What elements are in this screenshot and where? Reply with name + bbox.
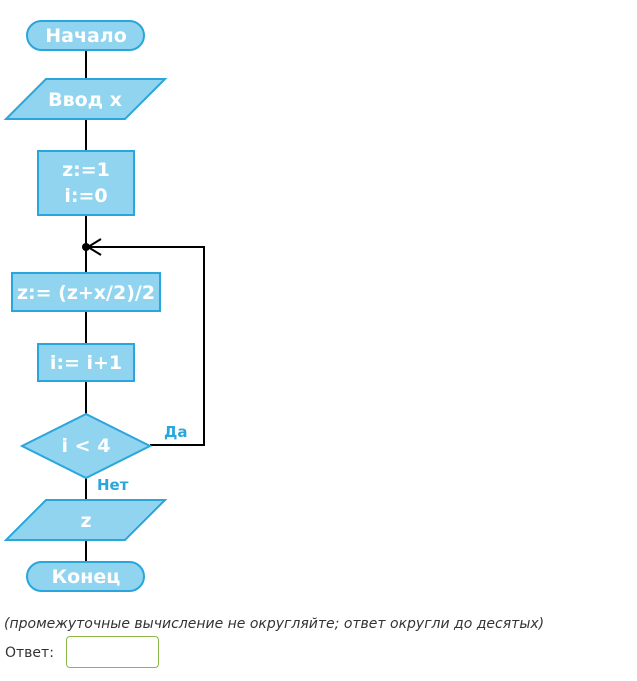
condition-label: i < 4: [62, 435, 111, 457]
output-block: [3, 499, 168, 541]
step1-block: [11, 272, 161, 312]
init-line-2: i:=0: [64, 185, 107, 207]
condition-diamond: [19, 412, 153, 480]
output-label: z: [80, 510, 91, 532]
instruction-note: (промежуточные вычисление не округляйте;…: [4, 616, 545, 632]
answer-input[interactable]: [66, 636, 159, 668]
init-line-1: z:=1: [62, 159, 110, 181]
start-label: Начало: [45, 25, 127, 47]
init-block: [37, 150, 135, 216]
step1-label: z:= (z+x/2)/2: [17, 282, 155, 304]
input-block: [3, 78, 168, 120]
input-label: Ввод x: [48, 89, 122, 111]
end-terminal: [26, 561, 145, 592]
no-label: Нет: [97, 476, 129, 494]
step2-label: i:= i+1: [50, 352, 122, 374]
step2-block: [37, 343, 135, 382]
start-terminal: [26, 20, 145, 51]
flowchart: Начало Ввод x z:=1 i:=0 z:= (z+x/2)/2 i:…: [3, 20, 205, 592]
yes-label: Да: [164, 423, 187, 441]
loop-back-line: [88, 246, 205, 446]
answer-label: Ответ:: [5, 645, 54, 661]
end-label: Конец: [52, 566, 121, 588]
junction-dot: [82, 243, 90, 251]
